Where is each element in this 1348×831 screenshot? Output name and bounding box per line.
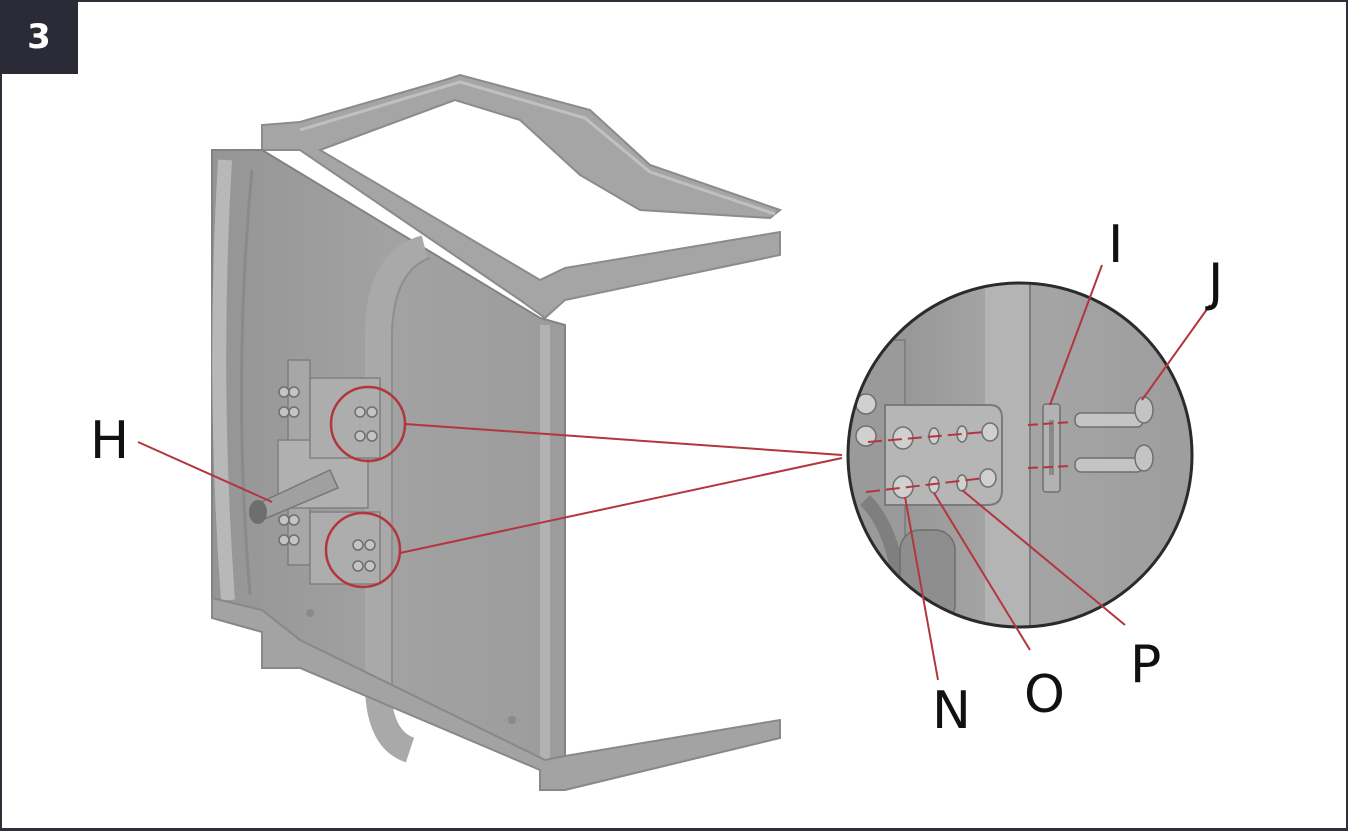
callout-i: I — [1108, 215, 1123, 275]
callout-j: J — [1205, 253, 1223, 313]
bottom-leg-frame — [211, 596, 781, 791]
top-leg-frame — [261, 73, 783, 320]
highlight-circle-lower — [324, 511, 402, 589]
support-bar — [365, 235, 430, 763]
callout-o: O — [1024, 665, 1065, 725]
callout-p: P — [1130, 635, 1161, 695]
callout-n: N — [932, 681, 971, 741]
chair-underside-assembly-icon — [211, 73, 783, 791]
step-number-badge: 3 — [0, 0, 78, 74]
leader-lines — [137, 264, 1211, 681]
bracket-detail-magnifier-icon — [846, 281, 1194, 629]
callout-h: H — [90, 411, 129, 471]
